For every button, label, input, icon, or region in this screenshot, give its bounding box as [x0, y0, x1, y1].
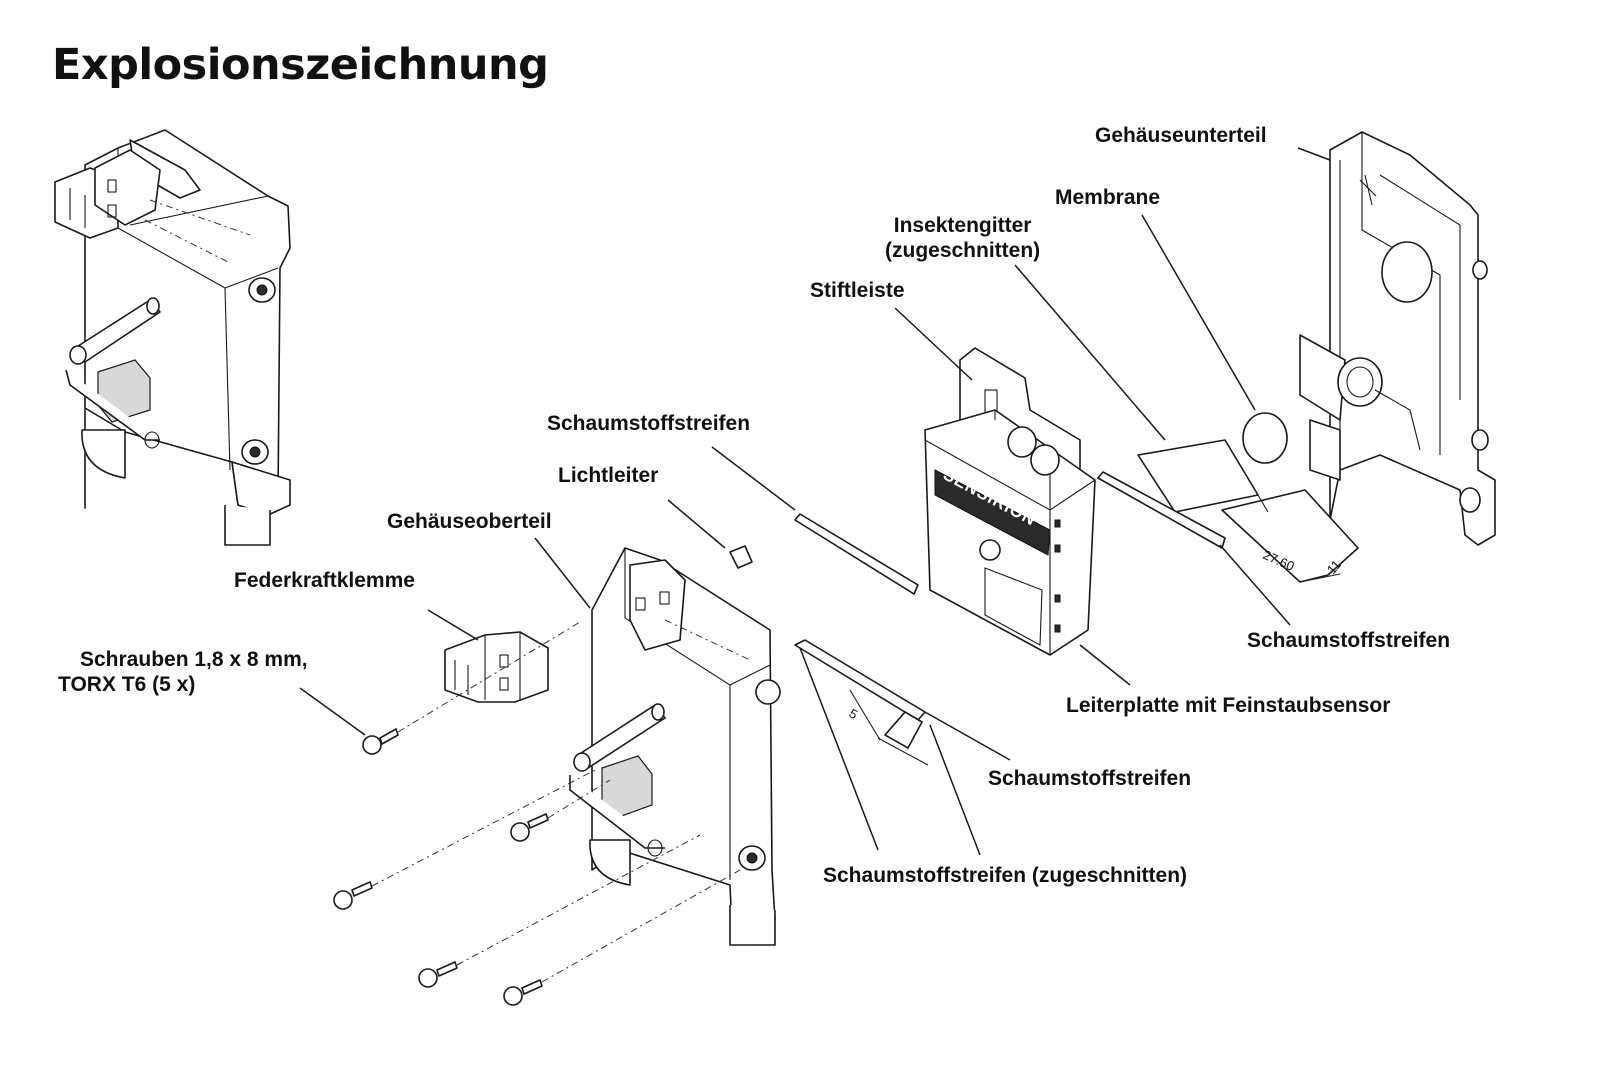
membrane-disk — [1242, 412, 1288, 464]
foam-strip-right — [1097, 471, 1226, 549]
page-title: Explosionszeichnung — [52, 40, 549, 90]
insektengitter-part: 27.60 11 — [1137, 439, 1359, 583]
screws — [333, 728, 549, 1006]
label-schaumstoff-right: Schaumstoffstreifen — [1247, 629, 1451, 652]
leiterplatte-part: SENSIRION — [924, 347, 1096, 656]
federkraftklemme-part — [444, 631, 549, 703]
label-insektengitter: Insektengitter (zugeschnitten) — [885, 213, 1040, 263]
label-schrauben: Schrauben 1,8 x 8 mm, TORX T6 (5 x) — [58, 647, 308, 697]
label-schrauben-line2: TORX T6 (5 x) — [58, 673, 196, 696]
label-schaumstoff-top: Schaumstoffstreifen — [547, 412, 751, 435]
gehaeuseunterteil-part — [1299, 131, 1496, 546]
gehaeuseoberteil-part — [569, 547, 781, 946]
label-membrane: Membrane — [1055, 186, 1161, 209]
label-schaumstoff-mid: Schaumstoffstreifen — [988, 767, 1192, 790]
foam-strip-cut — [884, 711, 923, 749]
label-insektengitter-line1: Insektengitter — [893, 214, 1032, 237]
label-stiftleiste: Stiftleiste — [810, 279, 905, 302]
label-schrauben-line1: Schrauben 1,8 x 8 mm, — [80, 648, 308, 671]
dim-cut-width: 5 — [847, 706, 861, 723]
label-schaumstoff-cut: Schaumstoffstreifen (zugeschnitten) — [823, 864, 1188, 887]
label-lichtleiter: Lichtleiter — [558, 464, 659, 487]
label-leiterplatte: Leiterplatte mit Feinstaubsensor — [1066, 694, 1391, 717]
leader-lines — [299, 147, 1331, 856]
label-gehaeuseunterteil: Gehäuseunterteil — [1095, 124, 1267, 147]
foam-strip-top — [794, 513, 919, 595]
label-insektengitter-line2: (zugeschnitten) — [885, 239, 1041, 262]
label-gehaeuseoberteil: Gehäuseoberteil — [387, 510, 552, 533]
assembled-device — [54, 129, 291, 546]
label-federkraftklemme: Federkraftklemme — [234, 569, 415, 592]
lichtleiter-part — [729, 545, 753, 569]
